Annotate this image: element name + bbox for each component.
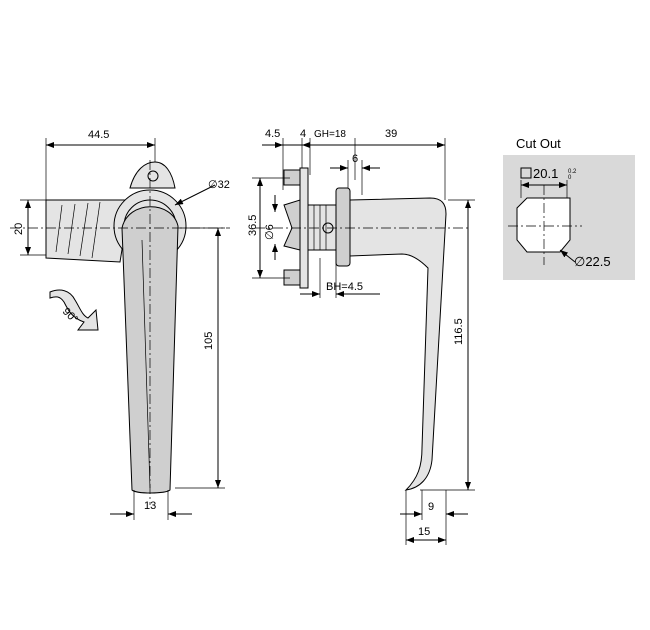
dim-d6-label: ∅6 — [264, 224, 276, 240]
cutout-title: Cut Out — [516, 136, 561, 151]
dim-9-label: 9 — [428, 501, 434, 513]
cutout-square-label: 20.1 — [533, 166, 558, 181]
dim-4-label: 4 — [300, 128, 306, 140]
side-tongue — [283, 199, 301, 251]
bottom-stud — [283, 269, 301, 286]
dim-13-label: 13 — [144, 500, 156, 512]
dim-gh-label: GH=18 — [314, 129, 346, 140]
latch-tongue — [45, 199, 131, 263]
dim-20-label: 20 — [13, 223, 25, 235]
dim-44-5-label: 44.5 — [88, 129, 109, 141]
tolerance-top: 0.2 — [568, 169, 577, 175]
top-stud — [283, 169, 301, 186]
threaded-body — [307, 204, 337, 251]
dim-105-label: 105 — [203, 332, 215, 350]
dim-39-label: 39 — [385, 128, 397, 140]
rotation-arrow-icon — [49, 289, 99, 331]
dim-6-label: 6 — [352, 153, 358, 165]
dim-4-5-label: 4.5 — [265, 128, 280, 140]
side-view: 4.5 4 GH=18 39 6 36.5 — [247, 128, 475, 545]
dim-bh-label: BH=4.5 — [326, 281, 363, 293]
nut — [335, 187, 351, 267]
dim-36-5-label: 36.5 — [247, 215, 259, 236]
cutout-panel: Cut Out 20.1 0.2 0 ∅22.5 — [503, 136, 635, 280]
square-symbol-icon — [520, 167, 532, 179]
side-handle — [349, 197, 447, 491]
tolerance-bottom: 0 — [568, 175, 572, 181]
dim-116-5-label: 116.5 — [453, 318, 465, 345]
dim-d32-label: ∅32 — [208, 179, 230, 191]
dim-15-label: 15 — [418, 526, 430, 538]
mounting-lug — [129, 161, 176, 189]
front-view: 44.5 20 ∅32 105 — [10, 129, 230, 520]
cutout-diameter-label: ∅22.5 — [574, 254, 611, 269]
cutout-hole — [516, 197, 571, 253]
